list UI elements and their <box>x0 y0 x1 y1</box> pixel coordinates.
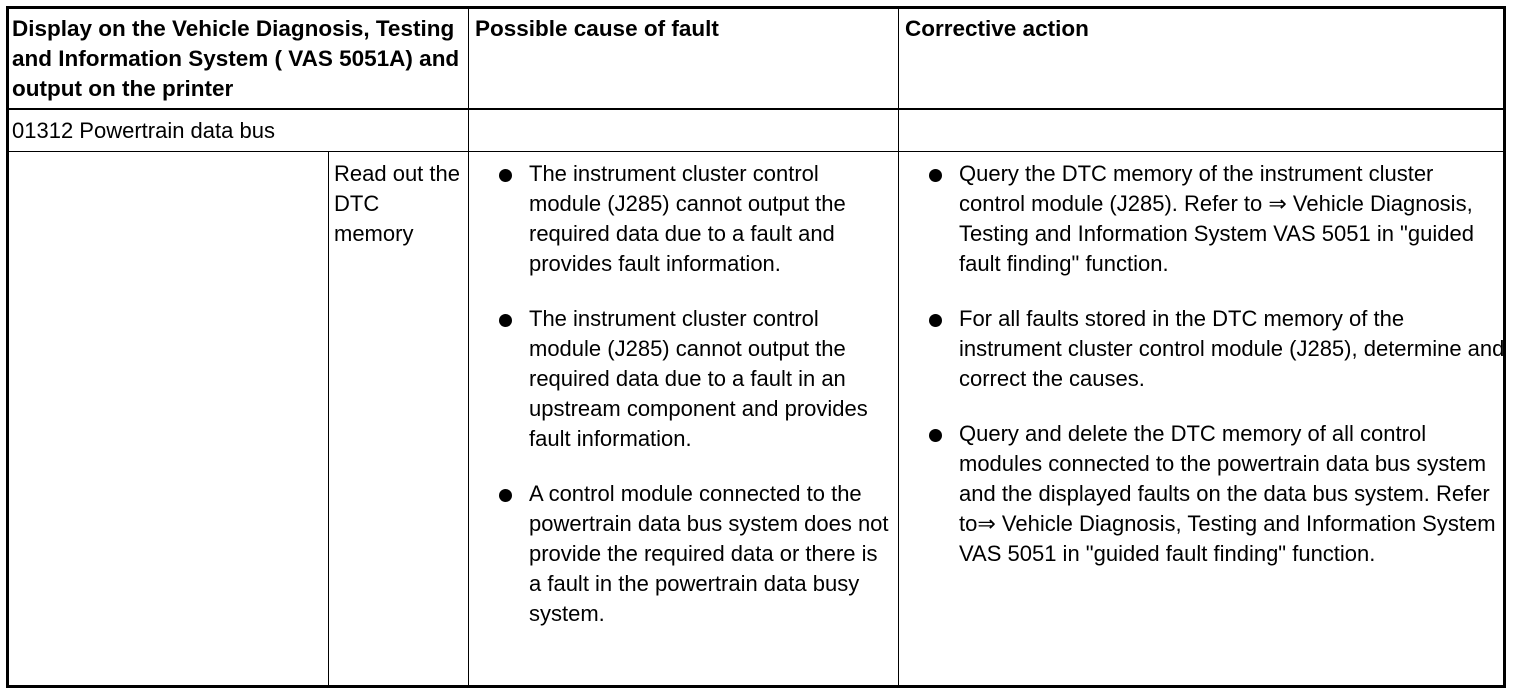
bullet-icon <box>499 489 512 502</box>
action-text: Query the DTC memory of the instrument c… <box>959 161 1474 276</box>
fault-table: Display on the Vehicle Diagnosis, Testin… <box>6 6 1506 688</box>
read-dtc-memory-label: Read out the DTC memory <box>334 161 460 246</box>
action-text: Query and delete the DTC memory of all c… <box>959 421 1496 566</box>
action-text: For all faults stored in the DTC memory … <box>959 306 1505 391</box>
header-cause: Possible cause of fault <box>475 16 719 41</box>
action-list: Query the DTC memory of the instrument c… <box>905 159 1505 569</box>
header-divider <box>9 108 1503 110</box>
header-action: Corrective action <box>905 16 1089 41</box>
bullet-icon <box>499 169 512 182</box>
list-item: A control module connected to the powert… <box>475 479 895 629</box>
bullet-icon <box>929 314 942 327</box>
possible-causes: The instrument cluster control module (J… <box>475 159 895 654</box>
cause-text: A control module connected to the powert… <box>529 481 889 626</box>
bullet-icon <box>929 429 942 442</box>
column-divider-2 <box>898 9 899 685</box>
bullet-icon <box>929 169 942 182</box>
cause-list: The instrument cluster control module (J… <box>475 159 895 629</box>
cause-text: The instrument cluster control module (J… <box>529 306 868 451</box>
fault-code-label: 01312 Powertrain data bus <box>12 118 275 143</box>
column-divider-1 <box>468 9 469 685</box>
list-item: For all faults stored in the DTC memory … <box>905 304 1505 394</box>
list-item: Query and delete the DTC memory of all c… <box>905 419 1505 569</box>
list-item: Query the DTC memory of the instrument c… <box>905 159 1505 279</box>
list-item: The instrument cluster control module (J… <box>475 159 895 279</box>
bullet-icon <box>499 314 512 327</box>
list-item: The instrument cluster control module (J… <box>475 304 895 454</box>
row-divider <box>9 151 1503 152</box>
header-display: Display on the Vehicle Diagnosis, Testin… <box>12 16 460 101</box>
cause-text: The instrument cluster control module (J… <box>529 161 846 276</box>
corrective-actions: Query the DTC memory of the instrument c… <box>905 159 1505 594</box>
subcolumn-divider <box>328 151 329 685</box>
